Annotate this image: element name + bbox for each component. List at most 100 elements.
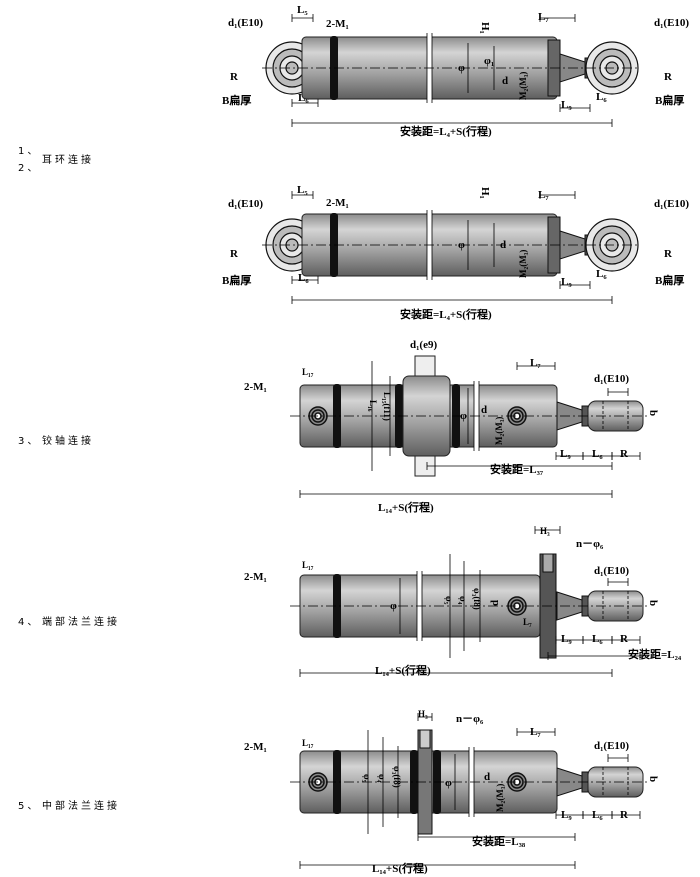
label-d1-e9: d₁(e9) bbox=[410, 339, 437, 351]
diagram-ear-ring-2: d₁(E10) L₅ 2-M₁ R B扁厚 L₆ H₁ L₇ φ d M₂(M₃… bbox=[222, 184, 689, 321]
label-phi: φ bbox=[460, 410, 467, 422]
label-phi4: φ₄ bbox=[458, 596, 468, 605]
label-d1: d₁(E10) bbox=[594, 373, 629, 385]
caption-trunnion: 铰轴连接 bbox=[42, 436, 94, 447]
label-L7: L₇ bbox=[530, 726, 541, 738]
label-L9: L₉ bbox=[560, 448, 571, 460]
label-R: R bbox=[620, 809, 629, 821]
label-phi: φ bbox=[458, 239, 465, 251]
label-d: d bbox=[481, 404, 487, 416]
label-b: b bbox=[647, 600, 659, 606]
label-L6-right: L₆ bbox=[596, 91, 607, 103]
label-d1-left: d₁(E10) bbox=[228, 198, 263, 210]
label-phi: φ bbox=[445, 777, 452, 789]
label-total-length: L₁₄+S(行程) bbox=[372, 861, 428, 875]
label-d: d bbox=[500, 239, 506, 251]
caption-number-5: 5、 bbox=[18, 801, 41, 812]
label-L6: L₆ bbox=[592, 633, 603, 645]
label-phi5: φ₅ bbox=[444, 596, 454, 605]
label-R-right: R bbox=[664, 248, 673, 260]
label-phi: φ bbox=[458, 62, 465, 74]
label-M1: 2-M₁ bbox=[326, 197, 349, 209]
caption-end-flange: 端部法兰连接 bbox=[42, 617, 120, 628]
label-total-length: L₁₄+S(行程) bbox=[378, 500, 434, 514]
label-d: d bbox=[484, 771, 490, 783]
label-install-distance: 安装距=L₂₄ bbox=[628, 647, 682, 661]
label-L6-left: L₆ bbox=[298, 92, 309, 104]
caption-ear-ring: 耳环连接 bbox=[42, 155, 94, 166]
label-H1: H₁ bbox=[479, 22, 491, 34]
flange-bolt-hole bbox=[542, 553, 554, 573]
label-L17: L₁₇ bbox=[302, 367, 314, 377]
label-M2: M₂(M₃) bbox=[494, 417, 504, 445]
label-install-distance: 安装距=L₄+S(行程) bbox=[400, 307, 492, 321]
label-R-left: R bbox=[230, 71, 239, 83]
label-B-right: B扁厚 bbox=[655, 273, 684, 287]
label-M1: 2-M₁ bbox=[326, 18, 349, 30]
label-install-distance: 安装距=L₃₈ bbox=[472, 834, 526, 848]
label-phi3: φ₃(f8) bbox=[472, 588, 482, 610]
label-L6-right: L₆ bbox=[596, 268, 607, 280]
label-R: R bbox=[620, 448, 629, 460]
diagram-ear-ring-1: d₁(E10) L₅ 2-M₁ R B扁厚 L₆ H₁ L₇ φ φ₁ d M₂… bbox=[222, 4, 689, 138]
caption-middle-flange: 中部法兰连接 bbox=[42, 801, 120, 812]
label-L6: L₆ bbox=[592, 448, 603, 460]
flange-bolt-hole bbox=[419, 729, 431, 749]
label-M1: 2-M₁ bbox=[244, 741, 267, 753]
label-H3: H₃ bbox=[540, 526, 550, 536]
label-L5: L₅ bbox=[297, 184, 308, 196]
label-d1-right: d₁(E10) bbox=[654, 198, 689, 210]
seal-band bbox=[410, 750, 418, 814]
seal-band bbox=[333, 750, 341, 814]
label-L7: L₇ bbox=[523, 617, 532, 627]
label-phi1: φ₁ bbox=[484, 55, 494, 67]
caption-number-2: 2、 bbox=[18, 163, 41, 174]
label-d1-left: d₁(E10) bbox=[228, 17, 263, 29]
diagram-trunnion: d₁(e9) L₁₇ 2-M₁ L₁₆ L₁₅(f11) φ L₇ d M₂(M… bbox=[244, 339, 659, 514]
label-d: d bbox=[489, 600, 501, 606]
label-L9: L₉ bbox=[561, 99, 572, 111]
label-d1: d₁(E10) bbox=[594, 565, 629, 577]
caption-number-4: 4、 bbox=[18, 617, 41, 628]
label-d: d bbox=[502, 75, 508, 87]
label-b: b bbox=[647, 410, 659, 416]
label-M2: M₂(M₃) bbox=[518, 72, 528, 100]
label-phi: φ bbox=[390, 600, 397, 612]
label-d1: d₁(E10) bbox=[594, 740, 629, 752]
label-M1: 2-M₁ bbox=[244, 571, 267, 583]
caption-number-1: 1、 bbox=[18, 146, 41, 157]
label-phi5: φ₅ bbox=[362, 774, 372, 783]
label-R-right: R bbox=[664, 71, 673, 83]
label-L6: L₆ bbox=[592, 809, 603, 821]
diagram-middle-flange: H₃ n－φ₆ L₁₇ 2-M₁ φ₅ φ₄ φ₃(f8) φ L₇ d M₂(… bbox=[244, 709, 659, 875]
label-L9: L₉ bbox=[561, 633, 572, 645]
label-L9: L₉ bbox=[561, 276, 572, 288]
label-n-phi6: n－φ₆ bbox=[456, 713, 484, 725]
label-L15: L₁₅(f11) bbox=[382, 392, 392, 421]
label-L17: L₁₇ bbox=[302, 738, 314, 748]
label-L9: L₉ bbox=[561, 809, 572, 821]
label-phi3: φ₃(f8) bbox=[392, 766, 402, 788]
label-L7: L₇ bbox=[538, 11, 549, 23]
label-H1: H₁ bbox=[479, 187, 491, 199]
label-L6-left: L₆ bbox=[298, 272, 309, 284]
label-M2: M₂(M₃) bbox=[518, 250, 528, 278]
trunnion-pin bbox=[414, 355, 436, 377]
label-L16: L₁₆ bbox=[368, 400, 378, 412]
seal-band bbox=[333, 384, 341, 448]
label-phi4: φ₄ bbox=[377, 774, 387, 783]
label-L17: L₁₇ bbox=[302, 560, 314, 570]
label-B-left: B扁厚 bbox=[222, 273, 251, 287]
label-total-length: L₁₄+S(行程) bbox=[375, 663, 431, 677]
label-R: R bbox=[620, 633, 629, 645]
label-B-right: B扁厚 bbox=[655, 93, 684, 107]
label-H3: H₃ bbox=[418, 709, 428, 719]
label-d1-right: d₁(E10) bbox=[654, 17, 689, 29]
caption-number-3: 3、 bbox=[18, 436, 41, 447]
label-R-left: R bbox=[230, 248, 239, 260]
diagram-end-flange: H₃ n－φ₆ L₁₇ 2-M₁ φ φ₅ φ₄ φ₃(f8) d L₇ d₁(… bbox=[244, 526, 682, 677]
seal-band bbox=[333, 574, 341, 638]
label-L7: L₇ bbox=[538, 189, 549, 201]
label-B-left: B扁厚 bbox=[222, 93, 251, 107]
